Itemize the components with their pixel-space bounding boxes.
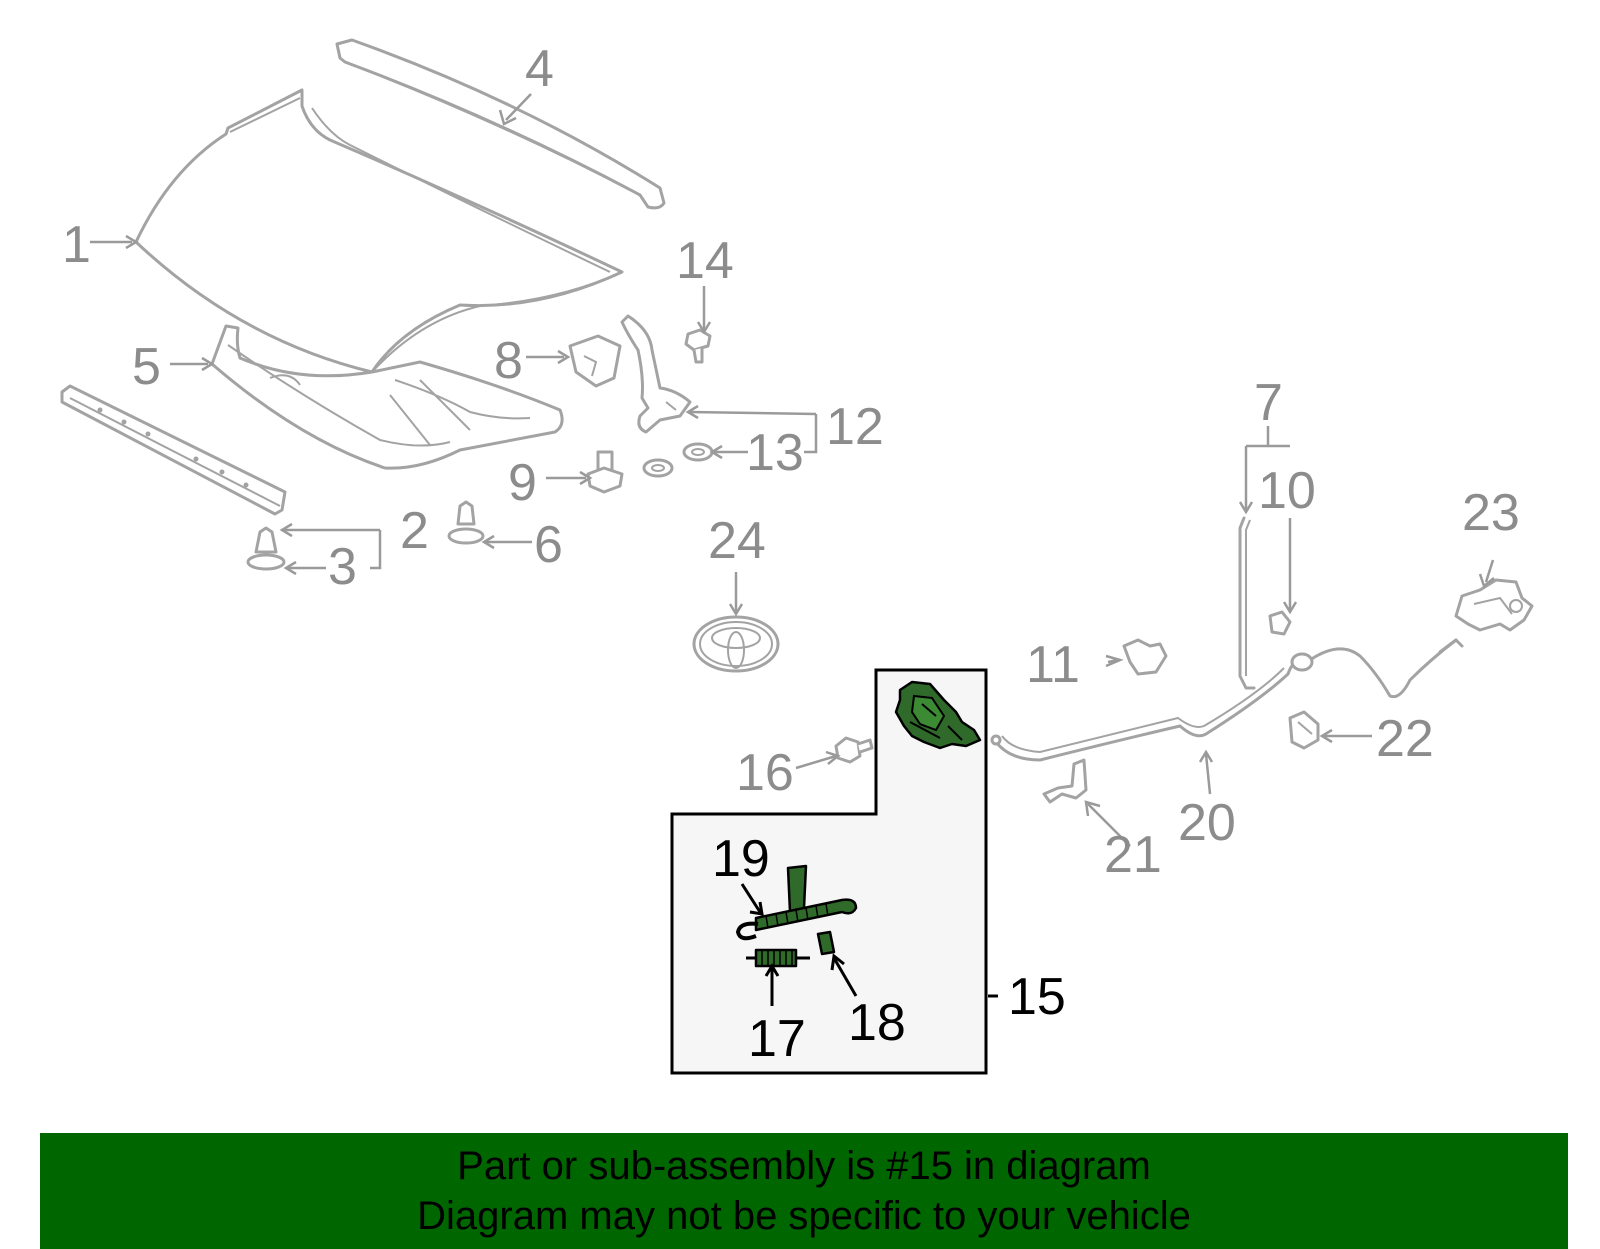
part-9-washer [642, 458, 674, 478]
callout-17: 17 [748, 1010, 806, 1068]
callout-12: 12 [826, 398, 884, 456]
callout-6: 6 [534, 516, 563, 574]
callout-1: 1 [62, 216, 91, 274]
part-2-rail [60, 384, 287, 516]
callout-20: 20 [1178, 794, 1236, 852]
callout-8: 8 [494, 332, 523, 390]
part-14-bolt [684, 328, 712, 364]
part-17-spring[interactable] [746, 948, 810, 968]
callout-13: 13 [746, 424, 804, 482]
callout-24: 24 [708, 512, 766, 570]
part-21-bracket [1042, 758, 1088, 804]
leader-lines [90, 93, 1495, 847]
callout-5: 5 [132, 338, 161, 396]
callout-7: 7 [1254, 374, 1283, 432]
callout-23: 23 [1462, 484, 1520, 542]
part-7-prop-rod [1238, 516, 1256, 690]
banner-line-part: Part or sub-assembly is #15 in diagram [457, 1144, 1151, 1188]
part-24-emblem [692, 615, 780, 673]
part-22-clip [1288, 710, 1320, 750]
part-19-lever-spring[interactable] [735, 864, 858, 941]
part-23-handle [1454, 578, 1534, 632]
part-1-hood [134, 88, 624, 374]
callout-labels: 1 2 3 4 5 6 7 8 9 10 11 12 13 14 15 16 1… [62, 40, 1520, 1068]
callout-2: 2 [400, 502, 429, 560]
part-3-clip [246, 526, 286, 571]
callout-4: 4 [525, 40, 554, 98]
callout-15: 15 [1008, 968, 1066, 1026]
callout-10: 10 [1258, 462, 1316, 520]
part-15-hood-lock[interactable] [894, 680, 982, 750]
part-12-hinge [620, 314, 692, 434]
callout-11: 11 [1026, 636, 1080, 694]
assembly-15-box [670, 668, 988, 1075]
callout-14: 14 [676, 232, 734, 290]
callout-21: 21 [1104, 826, 1162, 884]
part-10-grommet [1268, 610, 1292, 636]
banner-line-disclaimer: Diagram may not be specific to your vehi… [417, 1194, 1191, 1238]
part-9-bolt [586, 450, 624, 494]
callout-19: 19 [712, 830, 770, 888]
callout-18: 18 [848, 994, 906, 1052]
info-banner: Part or sub-assembly is #15 in diagram D… [40, 1133, 1568, 1249]
callout-9: 9 [508, 454, 537, 512]
callout-16: 16 [736, 744, 794, 802]
part-8-bracket [568, 334, 622, 388]
part-13-washer [682, 442, 714, 462]
part-16-bolt [834, 736, 874, 764]
part-5-insulator [210, 324, 564, 470]
part-20-cable [990, 638, 1464, 762]
part-11-clip [1122, 638, 1168, 676]
part-6-clip [447, 500, 485, 545]
part-4-weatherstrip [335, 38, 666, 210]
part-18-pin[interactable] [816, 930, 836, 956]
leader-lines-dark [740, 883, 998, 1006]
callout-22: 22 [1376, 710, 1434, 768]
callout-3: 3 [328, 538, 357, 596]
